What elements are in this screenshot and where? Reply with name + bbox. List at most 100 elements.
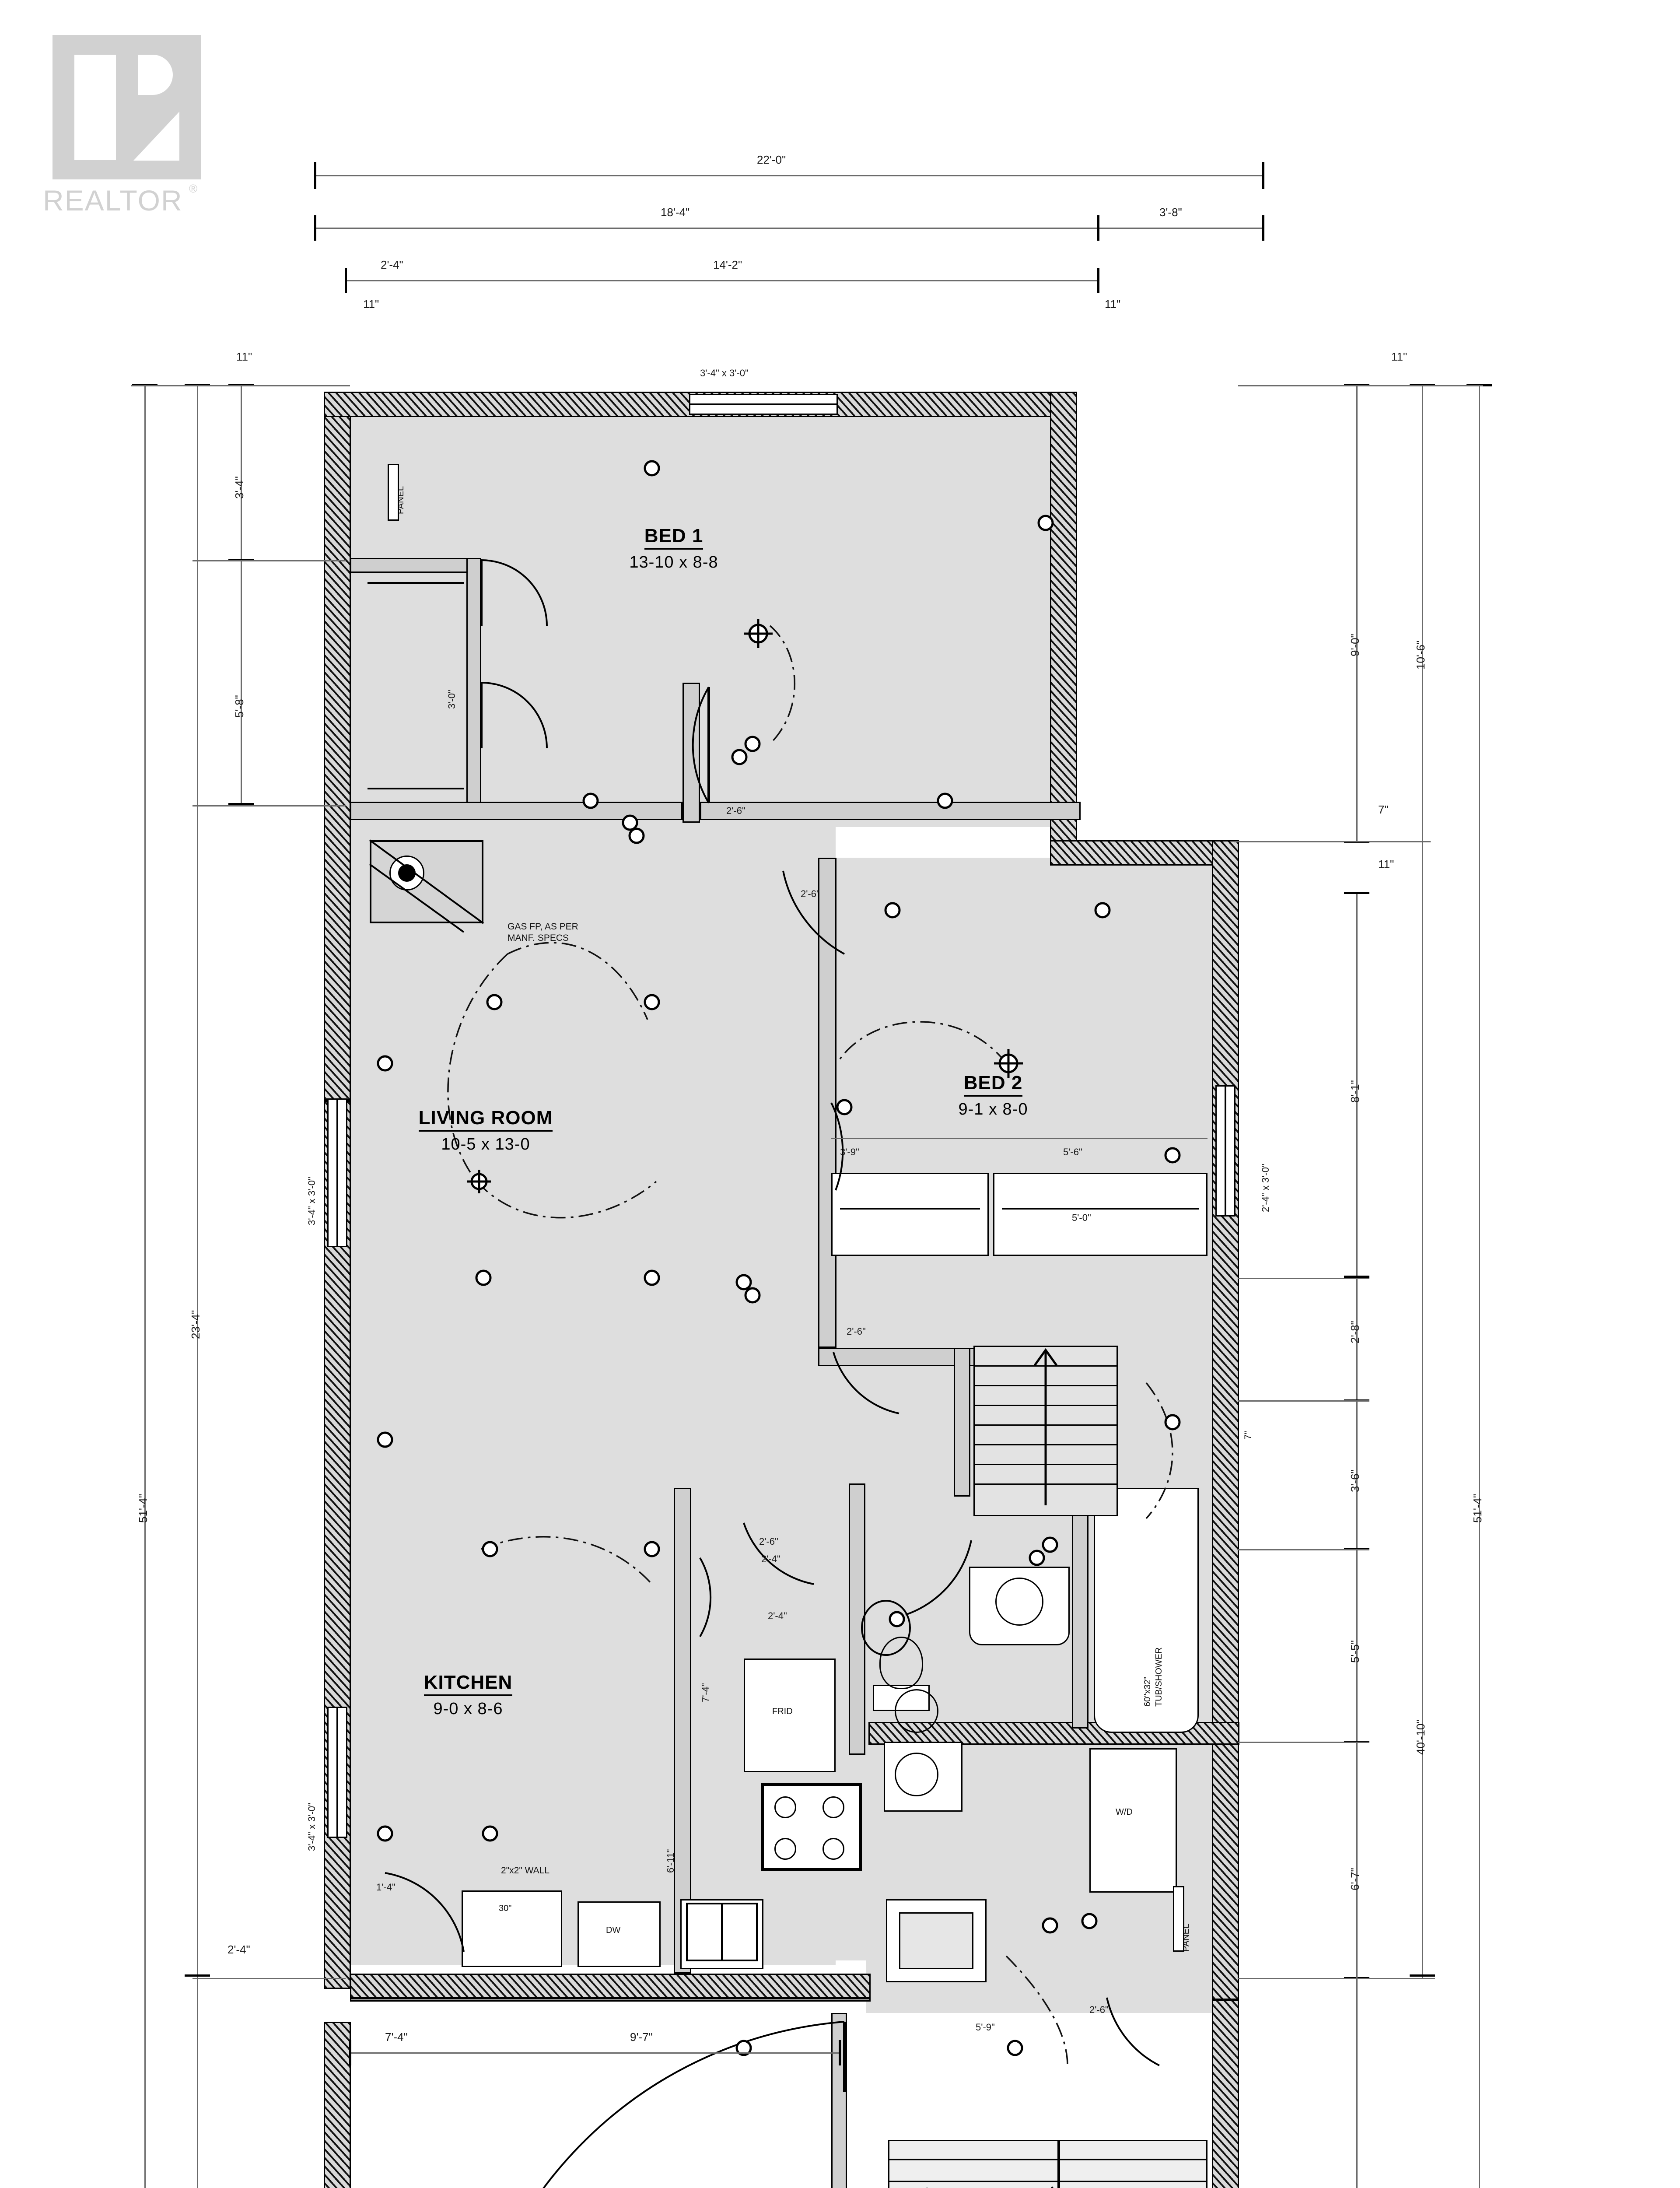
interior-wall-stair-west: [954, 1348, 970, 1497]
dim-line-right-10-6: [1422, 385, 1423, 842]
dim-line-right-horiz-f: [1238, 1742, 1369, 1743]
exterior-wall-left-mid: [324, 1101, 351, 1989]
upper-staircase: [973, 1346, 1118, 1516]
outlet: [1007, 2040, 1023, 2056]
dim-line-mid-bottom: [350, 2052, 840, 2054]
room-name-living: LIVING ROOM: [418, 1107, 553, 1132]
gas-fireplace-note: GAS FP, AS PER MANF. SPECS: [508, 922, 578, 943]
dim-line-left-inner: [197, 385, 198, 1978]
dim-label-int-g: 2'-4": [768, 1610, 787, 1621]
dim-label-int-c: 2'-6": [847, 1326, 866, 1337]
dim-line-right-6-7: [1356, 1742, 1358, 1978]
dim-label-left-11-top: 11": [236, 350, 252, 363]
burner-3: [774, 1838, 796, 1860]
dim-label-left-window-b: 3'-4" x 3'-0": [306, 1802, 317, 1851]
realtor-watermark-logo: REALTOR ®: [26, 35, 210, 228]
range-cooktop: [761, 1783, 862, 1871]
dim-tick: [1262, 162, 1264, 189]
partition-wall-note: 2"x2" WALL: [501, 1865, 550, 1876]
dim-tick: [1344, 1276, 1369, 1278]
dim-line-right-horiz-d: [1238, 1400, 1369, 1402]
dim-line-left-seg3: [241, 385, 242, 560]
dim-tick: [1344, 892, 1369, 894]
realtor-registered-mark: ®: [189, 182, 198, 195]
dim-label-int-stair: 7": [1242, 1431, 1253, 1440]
dim-label-left-2-4: 2'-4": [228, 1943, 250, 1956]
interior-wall-living-east: [818, 858, 836, 1348]
room-dim-bed2: 9-1 x 8-0: [958, 1100, 1028, 1119]
interior-wall-bed1-sill: [700, 802, 1081, 820]
window-bed1-mullion: [689, 403, 838, 405]
room-label-living: LIVING ROOM 10-5 x 13-0: [346, 1107, 626, 1154]
dim-line-right-outer: [1479, 385, 1480, 2188]
bed2-closet-b: [993, 1173, 1208, 1256]
dim-label-int-h: 1'-4": [376, 1882, 396, 1893]
window-living-mull: [336, 1098, 338, 1247]
dim-label-top-overall: 22'-0": [757, 153, 786, 166]
dim-label-left-5-8: 5'-8": [233, 695, 246, 718]
dim-label-right-window: 2'-4" x 3'-0": [1260, 1164, 1271, 1212]
interior-wall-bath-west: [849, 1483, 865, 1755]
dim-label-int-5-9: 5'-9": [976, 2022, 995, 2033]
washer-dryer-label: W/D: [1116, 1807, 1133, 1817]
lower-closet-inner: [899, 1912, 973, 1969]
realtor-logo-square: [52, 35, 201, 179]
burner-4: [822, 1838, 844, 1860]
dim-label-right-5-5: 5'-5": [1348, 1640, 1362, 1663]
door-swing-den: [542, 2021, 845, 2188]
dim-label-top-11-left: 11": [363, 298, 379, 311]
room-dim-bed1: 13-10 x 8-8: [629, 553, 718, 572]
dim-line-right-horiz-c: [1238, 1278, 1369, 1279]
lower-staircase-left: [888, 2140, 1059, 2188]
dim-line-left-outer: [144, 385, 146, 2188]
kitchen-base-cabinet: [462, 1890, 562, 1967]
stair-tread: [975, 1444, 1116, 1445]
dim-label-closet-3-0: 3'-0": [446, 690, 457, 709]
dim-tick: [314, 215, 316, 241]
dim-line-top-row3: [346, 280, 1098, 281]
dim-line-right-horiz-a: [1238, 385, 1483, 386]
bed2-closet-rod-b: [1002, 1208, 1199, 1210]
realtor-logo-bar: [74, 55, 116, 160]
room-name-bed1: BED 1: [644, 525, 704, 550]
room-label-bed2: BED 2 9-1 x 8-0: [884, 1072, 1102, 1119]
dishwasher: [578, 1901, 661, 1967]
dim-label-int-7-4: 7'-4": [700, 1683, 711, 1702]
exterior-wall-mid-band: [350, 1974, 871, 1998]
stair-tread: [975, 1385, 1116, 1386]
dim-label-int-f: 2'-4": [761, 1553, 780, 1564]
realtor-logo-r-leg: [133, 112, 179, 161]
lower-staircase-right: [1059, 2140, 1208, 2188]
dim-label-int-d: 2'-6": [759, 1536, 778, 1547]
dim-label-bed2-3-9: 3'-9": [840, 1147, 859, 1157]
dim-label-right-6-7: 6'-7": [1348, 1868, 1362, 1890]
dim-label-right-7: 7": [1378, 803, 1389, 816]
bed2-closet-rod-a: [840, 1208, 980, 1210]
dim-line-top-row2-a: [315, 228, 1098, 229]
dim-line-right-5-5: [1356, 1549, 1358, 1742]
interior-wall-bed1-south: [350, 802, 682, 820]
dim-label-int-e: 2'-6": [1089, 2004, 1109, 2015]
electrical-panel-upper-box: [388, 464, 399, 521]
room-dim-living: 10-5 x 13-0: [441, 1135, 530, 1154]
dim-label-top-3-8: 3'-8": [1159, 206, 1182, 219]
gas-fireplace-unit: [370, 840, 483, 923]
dim-tick: [314, 162, 316, 189]
exterior-wall-right-upper: [1212, 840, 1239, 2000]
dim-label-left-23-4: 23'-4": [189, 1310, 202, 1339]
electrical-panel-lower-box: [1173, 1886, 1184, 1952]
interior-wall-bath-east: [1072, 1483, 1088, 1729]
window-kitchen-mull: [336, 1707, 338, 1838]
dim-line-right-horiz-g: [1238, 1978, 1435, 1979]
dim-line-left-horiz-e: [131, 385, 350, 386]
interior-wall-kitchen-east: [674, 1488, 691, 1974]
dim-label-right-8-1: 8'-1": [1348, 1080, 1362, 1103]
stair-tread: [975, 1405, 1116, 1406]
exterior-wall-left-lower: [324, 2022, 351, 2188]
dim-label-right-11-top: 11": [1391, 350, 1407, 363]
dim-tick: [839, 2040, 841, 2065]
interior-wall-den-east: [831, 2013, 847, 2188]
dim-line-top-overall: [315, 175, 1264, 176]
dim-line-left-horiz-c: [192, 805, 346, 806]
burner-1: [774, 1796, 796, 1818]
